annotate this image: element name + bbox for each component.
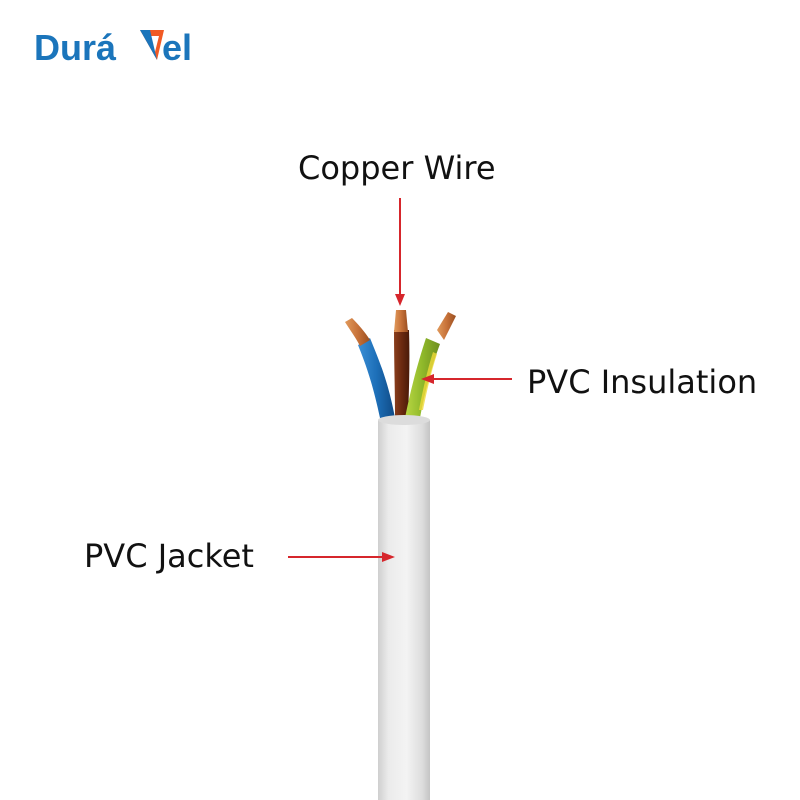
duravel-logo: Durá el xyxy=(34,27,192,68)
copper-strand-brown xyxy=(394,310,408,332)
label-pvc-insulation: PVC Insulation xyxy=(527,363,758,401)
copper-strand-blue xyxy=(345,318,370,346)
arrow-pvc-insulation xyxy=(421,374,512,384)
blue-wire xyxy=(345,318,395,418)
green-yellow-wire xyxy=(405,312,456,418)
arrow-copper-wire xyxy=(395,198,405,306)
label-copper-wire: Copper Wire xyxy=(298,149,496,187)
label-pvc-jacket: PVC Jacket xyxy=(84,537,254,575)
copper-strand-green xyxy=(437,312,456,340)
arrow-pvc-jacket xyxy=(288,552,395,562)
brown-wire xyxy=(394,310,410,418)
logo-v-mark xyxy=(140,30,164,60)
pvc-jacket-body xyxy=(378,415,430,800)
logo-text-dura: Durá xyxy=(34,27,117,68)
logo-text-el: el xyxy=(162,27,192,68)
